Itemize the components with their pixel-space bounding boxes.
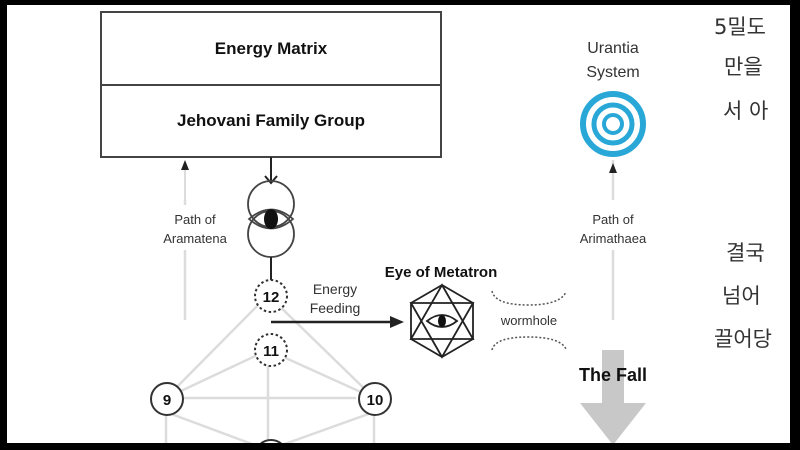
path-label-line1: Path of xyxy=(174,212,216,227)
path-of-aramatena: Path of Aramatena xyxy=(150,160,228,250)
subtitle-line: 결국 xyxy=(726,241,765,265)
up-arrow-icon xyxy=(181,160,189,170)
node-10: 10 xyxy=(358,382,392,416)
path-label-line1: Path of xyxy=(592,212,634,227)
energy-label: Energy xyxy=(313,281,357,297)
feeding-label: Feeding xyxy=(310,300,361,316)
subtitle-line: 5밀도 xyxy=(714,15,767,39)
subtitle-line: 서 아 xyxy=(723,99,769,123)
urantia-label-line2: System xyxy=(586,64,639,81)
the-fall-label: The Fall xyxy=(579,365,647,385)
jehovani-family-group-label: Jehovani Family Group xyxy=(177,111,365,130)
energy-feeding-arrow: Energy Feeding xyxy=(271,281,404,328)
node-9: 9 xyxy=(150,382,184,416)
diagram-canvas: Energy Matrix Jehovani Family Group Path… xyxy=(100,11,660,443)
eye-of-metatron-label: Eye of Metatron xyxy=(385,264,498,281)
urantia-label-line1: Urantia xyxy=(587,40,639,57)
down-arrow-icon xyxy=(264,175,278,185)
the-fall-arrow: The Fall xyxy=(579,350,647,443)
urantia-target-icon xyxy=(580,91,646,157)
energy-matrix-box: Energy Matrix Jehovani Family Group xyxy=(100,11,442,158)
energy-matrix-label: Energy Matrix xyxy=(215,39,328,58)
path-of-arimathaea: Path of Arimathaea xyxy=(570,163,660,250)
svg-text:9: 9 xyxy=(163,392,171,409)
diagram-frame: Energy Matrix Jehovani Family Group Path… xyxy=(7,5,790,443)
metatron-hexagram-icon xyxy=(409,283,475,359)
svg-text:10: 10 xyxy=(367,392,384,409)
wormhole: wormhole xyxy=(491,290,567,351)
node-partial xyxy=(260,439,282,443)
subtitle-line: 만을 xyxy=(724,55,763,79)
subtitle-line: 넘어 xyxy=(722,284,761,308)
path-label-line2: Aramatena xyxy=(163,231,227,246)
path-label-line2: Arimathaea xyxy=(580,231,647,246)
svg-text:12: 12 xyxy=(263,289,280,306)
svg-text:11: 11 xyxy=(263,343,279,360)
up-arrow-icon xyxy=(609,163,617,173)
node-12: 12 xyxy=(254,279,288,313)
wormhole-label: wormhole xyxy=(500,313,557,328)
subtitle-line: 끌어당 xyxy=(714,327,772,351)
vesica-eye-icon xyxy=(247,180,295,258)
node-11: 11 xyxy=(254,333,288,367)
